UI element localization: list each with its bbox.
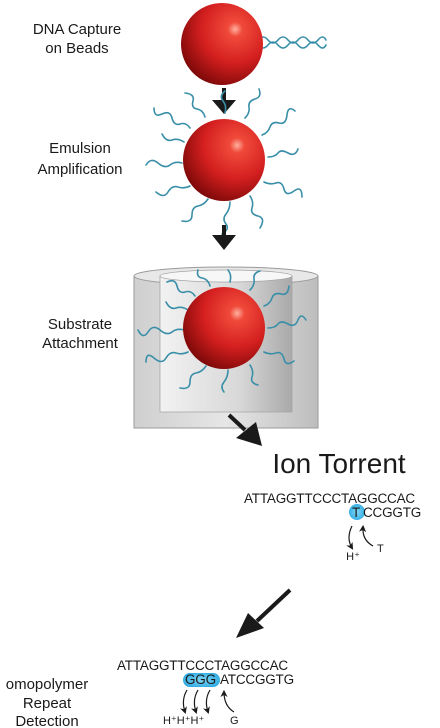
down-arrow-2: [212, 225, 236, 250]
incorporated-bases: GGG: [185, 672, 216, 687]
emulsion-label-line2: Amplification: [37, 161, 122, 178]
nucleotide-add-arrow: [220, 689, 235, 713]
top-strand-sequence: ATTAGGTTCCCTAGGCCAC: [244, 491, 415, 506]
incorporated-base-highlight: [349, 504, 365, 520]
step-substrate: Substrate Attachment: [42, 266, 319, 429]
emulsion-label-line1: Emulsion: [49, 140, 111, 157]
dna-strands-cluster: [145, 88, 303, 235]
added-nucleotide: T: [377, 543, 384, 555]
capture-label-line1: DNA Capture: [33, 21, 121, 38]
bottom-strand-sequence: ATCCGGTG: [220, 672, 294, 687]
dna-strands-cluster: [137, 269, 307, 393]
bead: [183, 287, 265, 369]
homopolymer-label-line1: omopolymer: [6, 676, 89, 693]
ion-torrent-title: Ion Torrent: [272, 448, 406, 479]
nucleotide-add-arrow: [359, 524, 374, 547]
bead: [183, 119, 265, 201]
diagonal-arrow-1: [227, 413, 262, 446]
proton-release-arrow: [179, 689, 188, 715]
incorporated-bases-highlight: [183, 673, 220, 687]
substrate-label-line1: Substrate: [48, 316, 112, 333]
homopolymer-label-line3: Detection: [15, 713, 78, 728]
bead: [181, 3, 263, 85]
bottom-strand-sequence: CCGGTG: [363, 505, 421, 520]
substrate-label-line2: Attachment: [42, 335, 119, 352]
capture-label-line2: on Beads: [45, 40, 108, 57]
proton-release-arrow: [190, 689, 199, 715]
ion-torrent-panel: Ion Torrent ATTAGGTTCCCTAGGCCAC T CCGGTG…: [244, 448, 421, 563]
released-proton: H⁺: [346, 551, 360, 563]
homopolymer-panel: omopolymer Repeat Detection ATTAGGTTCCCT…: [6, 658, 294, 728]
added-nucleotide: G: [230, 715, 239, 727]
down-arrow-1: [212, 88, 236, 114]
step-capture: DNA Capture on Beads: [33, 3, 327, 85]
incorporated-base: T: [352, 505, 360, 520]
released-protons: H⁺H⁺H⁺: [163, 715, 204, 727]
diagonal-arrow-2: [236, 588, 292, 638]
proton-release-arrow: [346, 525, 354, 550]
proton-release-arrow: [202, 689, 211, 715]
top-strand-sequence: ATTAGGTTCCCTAGGCCAC: [117, 658, 288, 673]
step-emulsion: Emulsion Amplification: [37, 88, 303, 235]
homopolymer-label-line2: Repeat: [23, 695, 72, 712]
dna-strand: [257, 36, 327, 49]
